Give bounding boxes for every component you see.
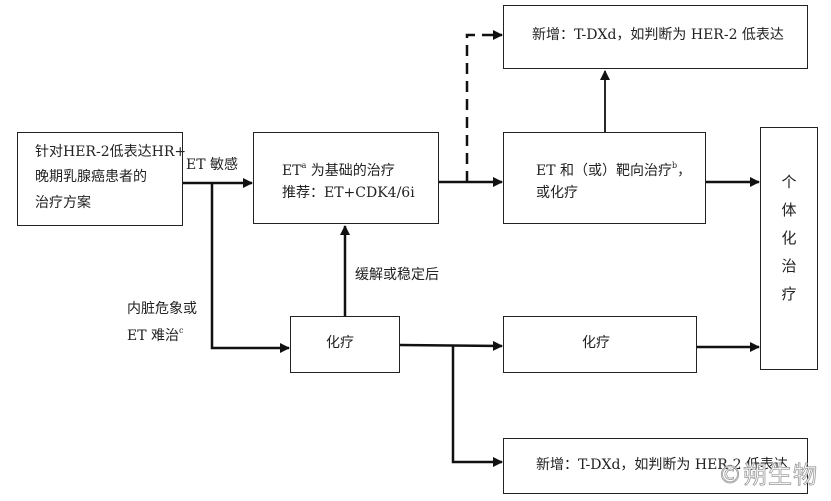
node-et-based-line-2: 推荐：ET+CDK4/6i xyxy=(282,185,415,201)
char-4: 治 xyxy=(781,257,797,275)
watermark: ©朔生物 xyxy=(718,461,818,490)
et-suffix: 为基础的治疗 xyxy=(306,163,395,179)
et-refractory: ET 难治 xyxy=(127,328,180,344)
node-individualized-text: 个 体 化 治 疗 xyxy=(779,168,799,308)
et-targeted-suffix: ， xyxy=(677,163,692,179)
char-1: 个 xyxy=(781,173,797,191)
edge-label-after-remission: 缓解或稳定后 xyxy=(355,267,439,283)
node-start-line-3: 治疗方案 xyxy=(35,195,91,211)
edge-start-to-chemo-left xyxy=(210,183,290,353)
node-individualized: 个 体 化 治 疗 xyxy=(760,127,818,370)
char-3: 化 xyxy=(781,229,797,247)
node-tdxd-top-text: 新增：T-DXd，如判断为 HER-2 低表达 xyxy=(532,27,784,43)
node-tdxd-top: 新增：T-DXd，如判断为 HER-2 低表达 xyxy=(503,5,808,69)
edge-label-et-sensitive: ET 敏感 xyxy=(186,157,239,173)
footnote-c: c xyxy=(179,326,184,335)
footnote-a: a xyxy=(301,161,307,170)
node-tdxd-bottom-text: 新增：T-DXd，如判断为 HER-2 低表达 xyxy=(536,457,788,473)
et-targeted-prefix: ET 和（或）靶向治疗 xyxy=(536,163,673,179)
node-start: 针对HER-2低表达HR+ 晚期乳腺癌患者的 治疗方案 xyxy=(17,132,187,226)
node-et-based-line-1: ETa 为基础的治疗 xyxy=(282,157,395,180)
edge-chemo-left-to-chemo-right xyxy=(399,340,503,351)
edge-label-visceral-crisis-line-1: 内脏危象或 xyxy=(127,301,197,317)
node-tdxd-bottom: 新增：T-DXd，如判断为 HER-2 低表达 xyxy=(503,438,808,494)
edge-chemo-left-to-tdxd-bottom xyxy=(451,345,503,467)
node-start-line-2: 晚期乳腺癌患者的 xyxy=(35,169,147,185)
footnote-b: b xyxy=(672,161,678,170)
node-chemo-left: 化疗 xyxy=(290,316,400,373)
node-chemo-right: 化疗 xyxy=(503,316,697,373)
node-et-based: ETa 为基础的治疗 推荐：ET+CDK4/6i xyxy=(253,132,439,224)
node-start-line-1: 针对HER-2低表达HR+ xyxy=(35,144,187,160)
node-et-targeted-line-1: ET 和（或）靶向治疗b， xyxy=(536,157,691,180)
char-5: 疗 xyxy=(781,285,797,303)
et-prefix: ET xyxy=(282,163,302,179)
node-et-targeted-line-2: 或化疗 xyxy=(536,185,578,201)
node-et-targeted: ET 和（或）靶向治疗b， 或化疗 xyxy=(503,132,706,224)
edge-label-visceral-crisis-line-2: ET 难治c xyxy=(127,322,184,345)
node-chemo-right-text: 化疗 xyxy=(582,335,610,351)
edge-et-based-to-tdxd-top-dashed xyxy=(465,30,503,182)
char-2: 体 xyxy=(781,201,797,219)
node-chemo-left-text: 化疗 xyxy=(326,335,354,351)
